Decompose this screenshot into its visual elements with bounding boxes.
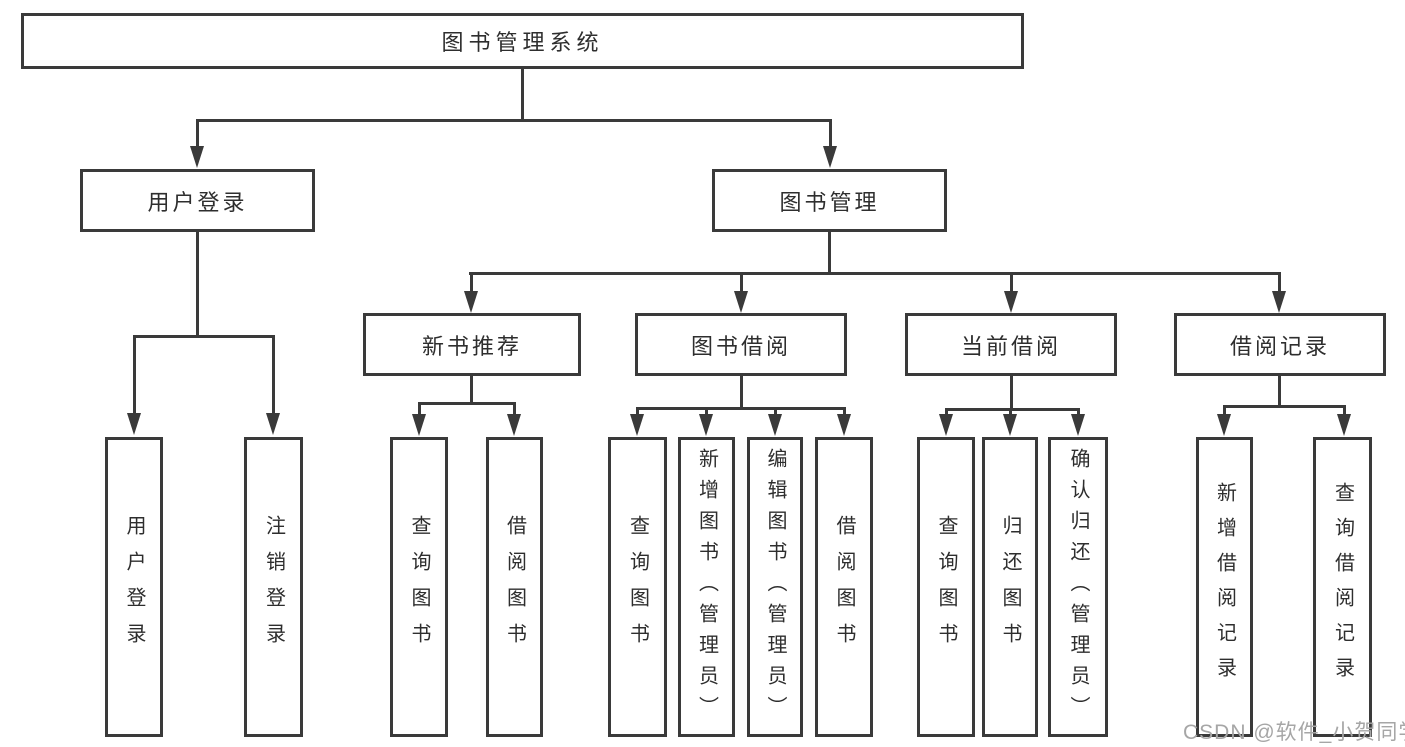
connector-line: [196, 230, 199, 336]
connector-line: [133, 335, 275, 338]
leaf-borrow-books: 借阅图书: [815, 437, 873, 737]
node-label: 当前借阅: [960, 333, 1061, 359]
connector-line: [705, 407, 708, 416]
csdn-watermark: CSDN @软件_小贺同学: [1183, 721, 1405, 744]
connector-line: [636, 407, 845, 410]
connector-line: [740, 272, 743, 293]
leaf-label: 确认归还（管理员）: [1067, 447, 1089, 727]
node-book-borrowing: 图书借阅: [635, 313, 847, 376]
connector-line: [1009, 408, 1012, 416]
leaf-label: 用户登录: [123, 515, 145, 659]
connector-line: [513, 402, 516, 416]
connector-line: [1278, 376, 1281, 407]
arrow-down-icon: [266, 413, 280, 435]
leaf-query-books-borrowing: 查询图书: [608, 437, 667, 737]
leaf-label: 归还图书: [999, 515, 1021, 659]
arrow-down-icon: [939, 414, 953, 436]
connector-line: [829, 119, 832, 150]
arrow-down-icon: [837, 414, 851, 436]
leaf-edit-books-admin: 编辑图书（管理员）: [747, 437, 803, 737]
connector-line: [196, 119, 199, 150]
connector-line: [133, 335, 136, 415]
leaf-query-books-current: 查询图书: [917, 437, 975, 737]
leaf-add-borrow-record: 新增借阅记录: [1196, 437, 1253, 737]
connector-line: [1010, 272, 1013, 293]
connector-line: [945, 408, 948, 416]
node-new-book-recommendation: 新书推荐: [363, 313, 581, 376]
connector-line: [740, 376, 743, 409]
node-current-borrowing: 当前借阅: [905, 313, 1117, 376]
connector-line: [272, 335, 275, 415]
connector-line: [470, 376, 473, 404]
connector-line: [521, 68, 524, 120]
connector-line: [828, 230, 831, 274]
arrow-down-icon: [1071, 414, 1085, 436]
leaf-borrow-books-recommend: 借阅图书: [486, 437, 543, 737]
connector-line: [1223, 405, 1345, 408]
leaf-logout: 注销登录: [244, 437, 303, 737]
node-user-login: 用户登录: [80, 169, 315, 232]
arrow-down-icon: [1004, 291, 1018, 313]
leaf-confirm-return-admin: 确认归还（管理员）: [1048, 437, 1108, 737]
connector-line: [1010, 376, 1013, 410]
connector-line: [470, 272, 473, 293]
connector-line: [1343, 405, 1346, 416]
node-label: 图书管理系统: [441, 30, 604, 55]
arrow-down-icon: [127, 413, 141, 435]
connector-line: [469, 272, 1281, 275]
leaf-label: 查询借阅记录: [1331, 482, 1354, 692]
leaf-query-borrow-record: 查询借阅记录: [1313, 437, 1372, 737]
connector-line: [1077, 408, 1080, 416]
leaf-return-books: 归还图书: [982, 437, 1038, 737]
connector-line: [1223, 405, 1226, 416]
leaf-label: 借阅图书: [833, 515, 855, 659]
arrow-down-icon: [734, 291, 748, 313]
arrow-down-icon: [768, 414, 782, 436]
connector-line: [196, 119, 832, 122]
arrow-down-icon: [464, 291, 478, 313]
connector-line: [945, 408, 1079, 411]
leaf-query-books-recommend: 查询图书: [390, 437, 448, 737]
arrow-down-icon: [630, 414, 644, 436]
node-label: 新书推荐: [421, 333, 522, 359]
connector-line: [418, 402, 421, 416]
connector-line: [843, 407, 846, 416]
node-label: 图书管理: [779, 189, 880, 215]
leaf-label: 查询图书: [935, 515, 957, 659]
node-library-management-system: 图书管理系统: [21, 13, 1024, 69]
leaf-label: 查询图书: [408, 515, 430, 659]
arrow-down-icon: [699, 414, 713, 436]
connector-line: [1278, 272, 1281, 293]
leaf-add-books-admin: 新增图书（管理员）: [678, 437, 735, 737]
arrow-down-icon: [507, 414, 521, 436]
leaf-label: 查询图书: [626, 515, 649, 659]
connector-line: [418, 402, 516, 405]
node-label: 图书借阅: [690, 333, 791, 359]
arrow-down-icon: [1337, 414, 1351, 436]
connector-line: [636, 407, 639, 416]
arrow-down-icon: [1272, 291, 1286, 313]
leaf-user-login: 用户登录: [105, 437, 163, 737]
arrow-down-icon: [823, 146, 837, 168]
leaf-label: 借阅图书: [503, 515, 526, 659]
arrow-down-icon: [1003, 414, 1017, 436]
leaf-label: 新增图书（管理员）: [695, 447, 718, 727]
arrow-down-icon: [412, 414, 426, 436]
leaf-label: 编辑图书（管理员）: [764, 447, 786, 727]
arrow-down-icon: [1217, 414, 1231, 436]
leaf-label: 注销登录: [262, 515, 285, 659]
arrow-down-icon: [190, 146, 204, 168]
node-borrowing-records: 借阅记录: [1174, 313, 1386, 376]
leaf-label: 新增借阅记录: [1213, 482, 1236, 692]
connector-line: [774, 407, 777, 416]
node-book-management: 图书管理: [712, 169, 947, 232]
node-label: 用户登录: [147, 189, 248, 215]
node-label: 借阅记录: [1229, 333, 1330, 359]
